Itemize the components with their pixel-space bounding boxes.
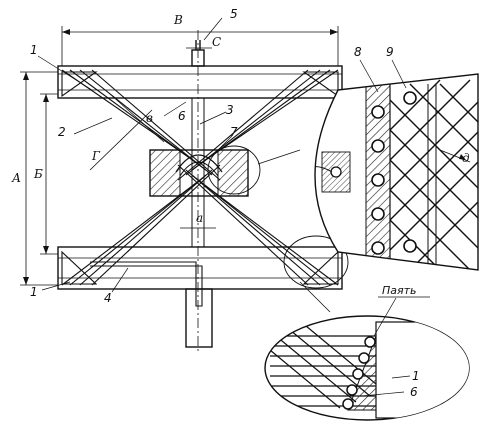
dim-label-d: д: [462, 151, 470, 165]
part-label-8: 8: [354, 45, 362, 59]
dim-label-v: В: [173, 13, 183, 27]
part-label-4: 4: [104, 291, 112, 305]
part-label-2: 2: [58, 125, 66, 139]
part-label-5: 5: [230, 7, 238, 21]
dim-label-s: С: [212, 35, 221, 49]
part-label-3: 3: [226, 103, 234, 117]
dim-label-a-upper: А: [11, 171, 21, 185]
dim-label-v-small: в: [146, 111, 153, 125]
dim-label-a-small: а: [196, 211, 203, 225]
lead-wire: [90, 261, 203, 307]
right-detail-view: [314, 59, 479, 271]
bottom-detail-view: [264, 297, 470, 421]
part-label-6-shaft: 6: [178, 109, 186, 123]
main-frame-view: [20, 17, 349, 352]
top-bar: [57, 65, 343, 99]
dim-label-g: Г: [91, 149, 101, 163]
part-label-7: 7: [230, 125, 238, 139]
dim-label-b: Б: [33, 167, 43, 181]
part-label-9: 9: [386, 45, 394, 59]
winding-wires: [61, 69, 339, 286]
part-label-1-bottom: 1: [30, 285, 38, 299]
shaft-bottom: [185, 288, 213, 348]
part-label-1-detail: 1: [412, 369, 420, 383]
part-label-6-detail: 6: [410, 385, 418, 399]
part-label-1-top: 1: [30, 43, 38, 57]
solder-note: Паять: [382, 284, 417, 297]
